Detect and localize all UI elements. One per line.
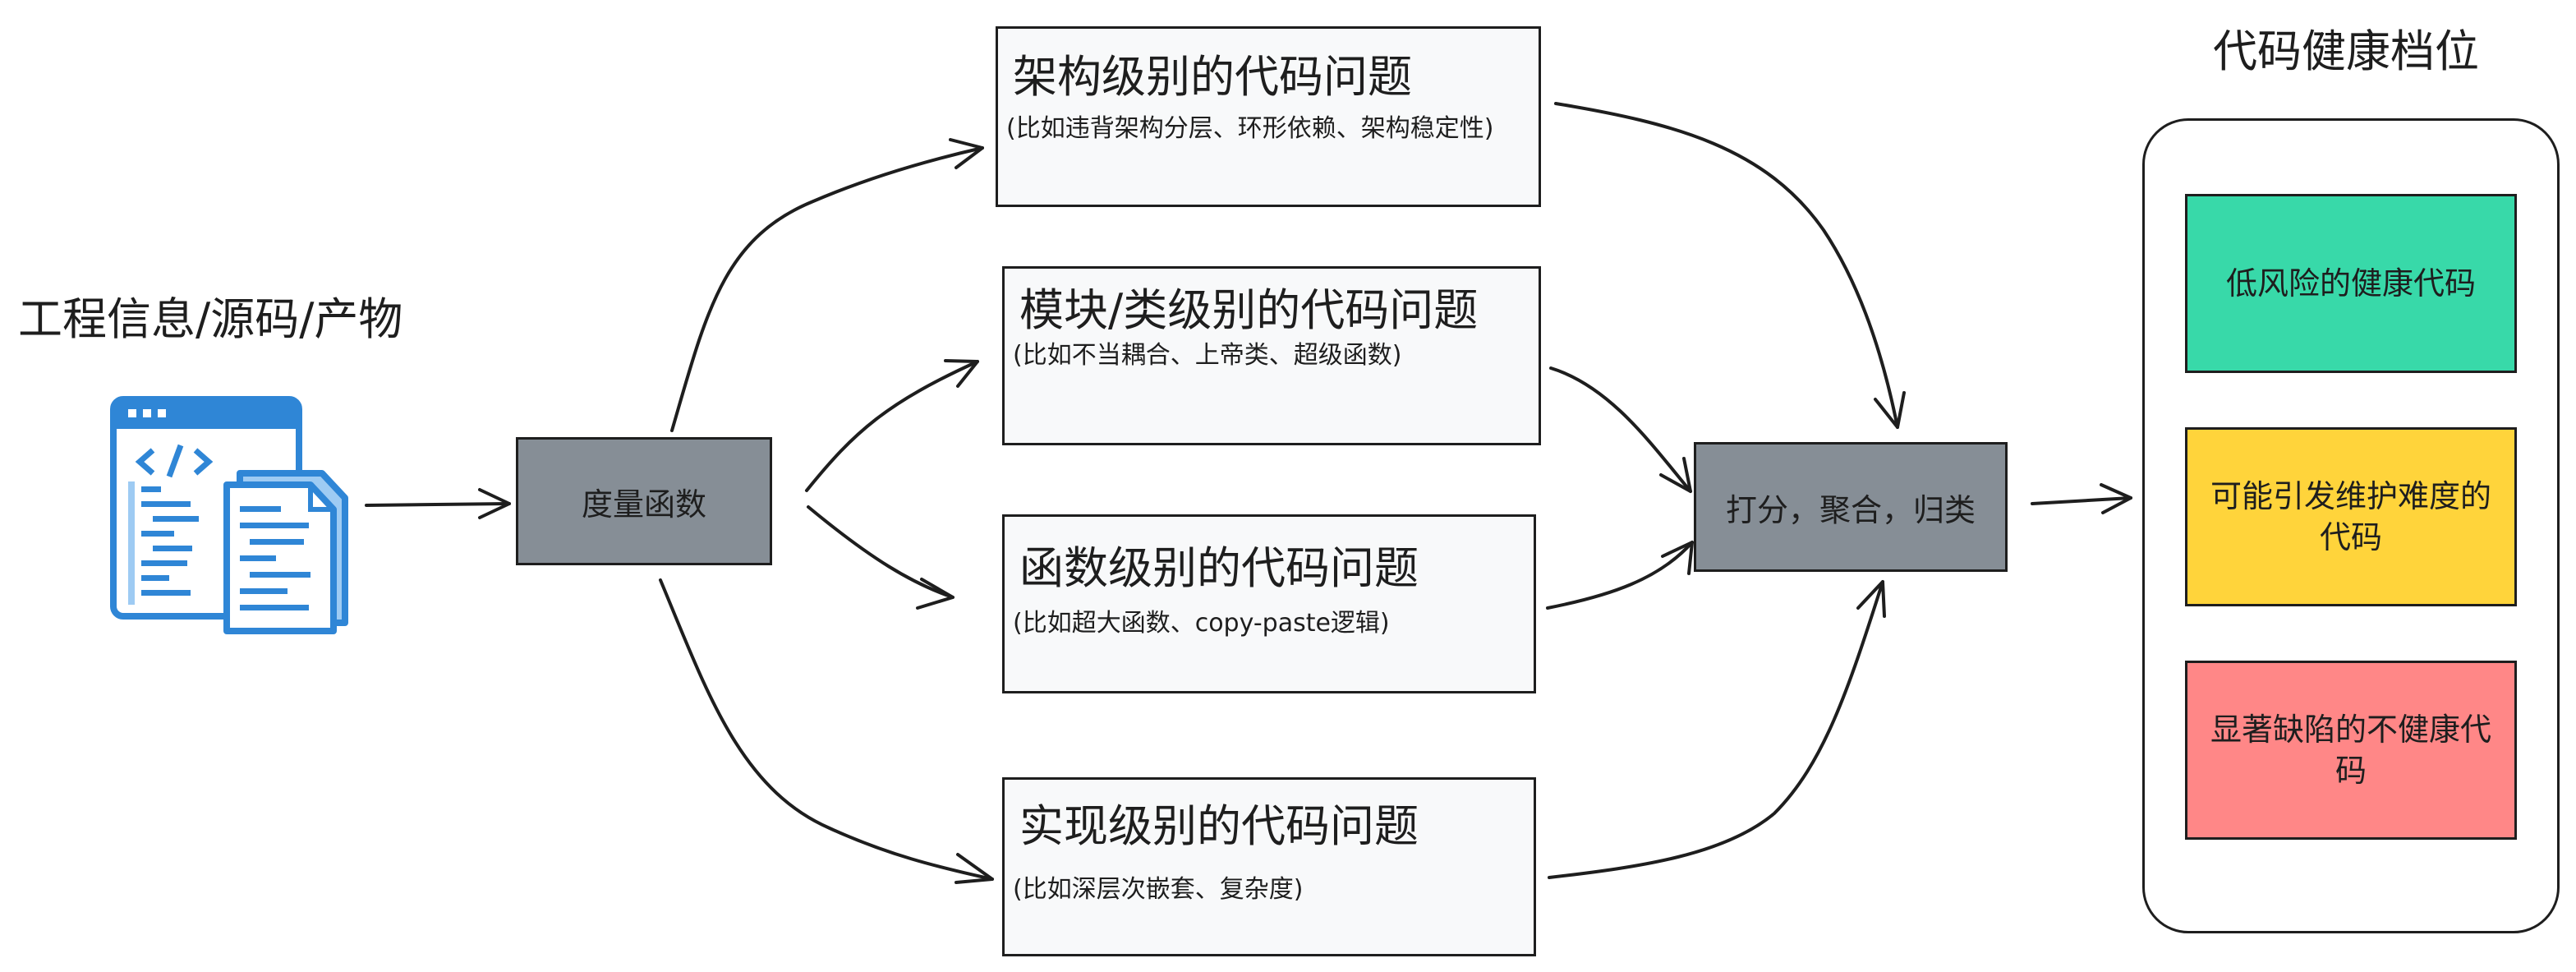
module-issue-subtitle: (比如不当耦合、上帝类、超级函数)	[1013, 341, 1402, 370]
arrow-measure-to-function	[807, 505, 954, 599]
health-level-maintenance: 可能引发维护难度的代码	[2185, 427, 2517, 606]
arrow-head	[916, 578, 954, 610]
implementation-issue-box: 实现级别的代码问题 (比如深层次嵌套、复杂度)	[1002, 777, 1536, 956]
source-label: 工程信息/源码/产物	[18, 293, 403, 345]
score-aggregate-box: 打分，聚合，归类	[1694, 442, 2008, 572]
arrow-head	[949, 138, 984, 169]
function-issue-title: 函数级别的代码问题	[1019, 542, 1419, 594]
health-level-low-risk-label: 低风险的健康代码	[2225, 265, 2476, 302]
arrow-head	[478, 488, 511, 519]
architecture-issue-title: 架构级别的代码问题	[1013, 51, 1412, 103]
health-level-maintenance-label: 可能引发维护难度的代码	[2210, 478, 2491, 555]
measure-function-label: 度量函数	[581, 486, 706, 523]
implementation-issue-title: 实现级别的代码问题	[1019, 800, 1419, 852]
arrow-head	[2100, 483, 2132, 514]
health-level-low-risk: 低风险的健康代码	[2185, 194, 2517, 373]
architecture-issue-box: 架构级别的代码问题 (比如违背架构分层、环形依赖、架构稳定性)	[996, 26, 1541, 207]
architecture-issue-subtitle: (比如违背架构分层、环形依赖、架构稳定性)	[1006, 114, 1494, 143]
arrow-head	[954, 853, 994, 884]
score-aggregate-label: 打分，聚合，归类	[1725, 491, 1976, 528]
arrow-head	[944, 359, 979, 388]
arrow-head	[1661, 541, 1694, 575]
arrow-head	[1856, 580, 1886, 618]
arrow-source-to-measure	[365, 502, 511, 507]
source-code-documents-icon	[110, 396, 348, 634]
arrow-architecture-to-score	[1554, 102, 1899, 429]
health-level-unhealthy: 显著缺陷的不健康代码	[2185, 661, 2517, 840]
function-issue-subtitle: (比如超大函数、copy-paste逻辑)	[1013, 609, 1390, 638]
module-issue-box: 模块/类级别的代码问题 (比如不当耦合、上帝类、超级函数)	[1002, 266, 1541, 445]
measure-function-box: 度量函数	[516, 437, 772, 565]
module-issue-title: 模块/类级别的代码问题	[1019, 284, 1479, 336]
arrow-head	[1874, 391, 1906, 429]
arrow-measure-to-architecture	[670, 146, 984, 432]
arrow-module-to-score	[1549, 366, 1692, 493]
arrow-measure-to-module	[805, 360, 979, 492]
arrow-implementation-to-score	[1548, 580, 1884, 879]
health-level-unhealthy-label: 显著缺陷的不健康代码	[2210, 712, 2491, 789]
arrow-score-to-health	[2031, 496, 2132, 505]
implementation-issue-subtitle: (比如深层次嵌套、复杂度)	[1013, 875, 1304, 904]
function-issue-box: 函数级别的代码问题 (比如超大函数、copy-paste逻辑)	[1002, 514, 1536, 693]
arrow-measure-to-implementation	[659, 578, 994, 881]
arrow-function-to-score	[1546, 541, 1694, 610]
arrow-head	[1659, 457, 1692, 493]
health-levels-title: 代码健康档位	[2213, 25, 2479, 77]
